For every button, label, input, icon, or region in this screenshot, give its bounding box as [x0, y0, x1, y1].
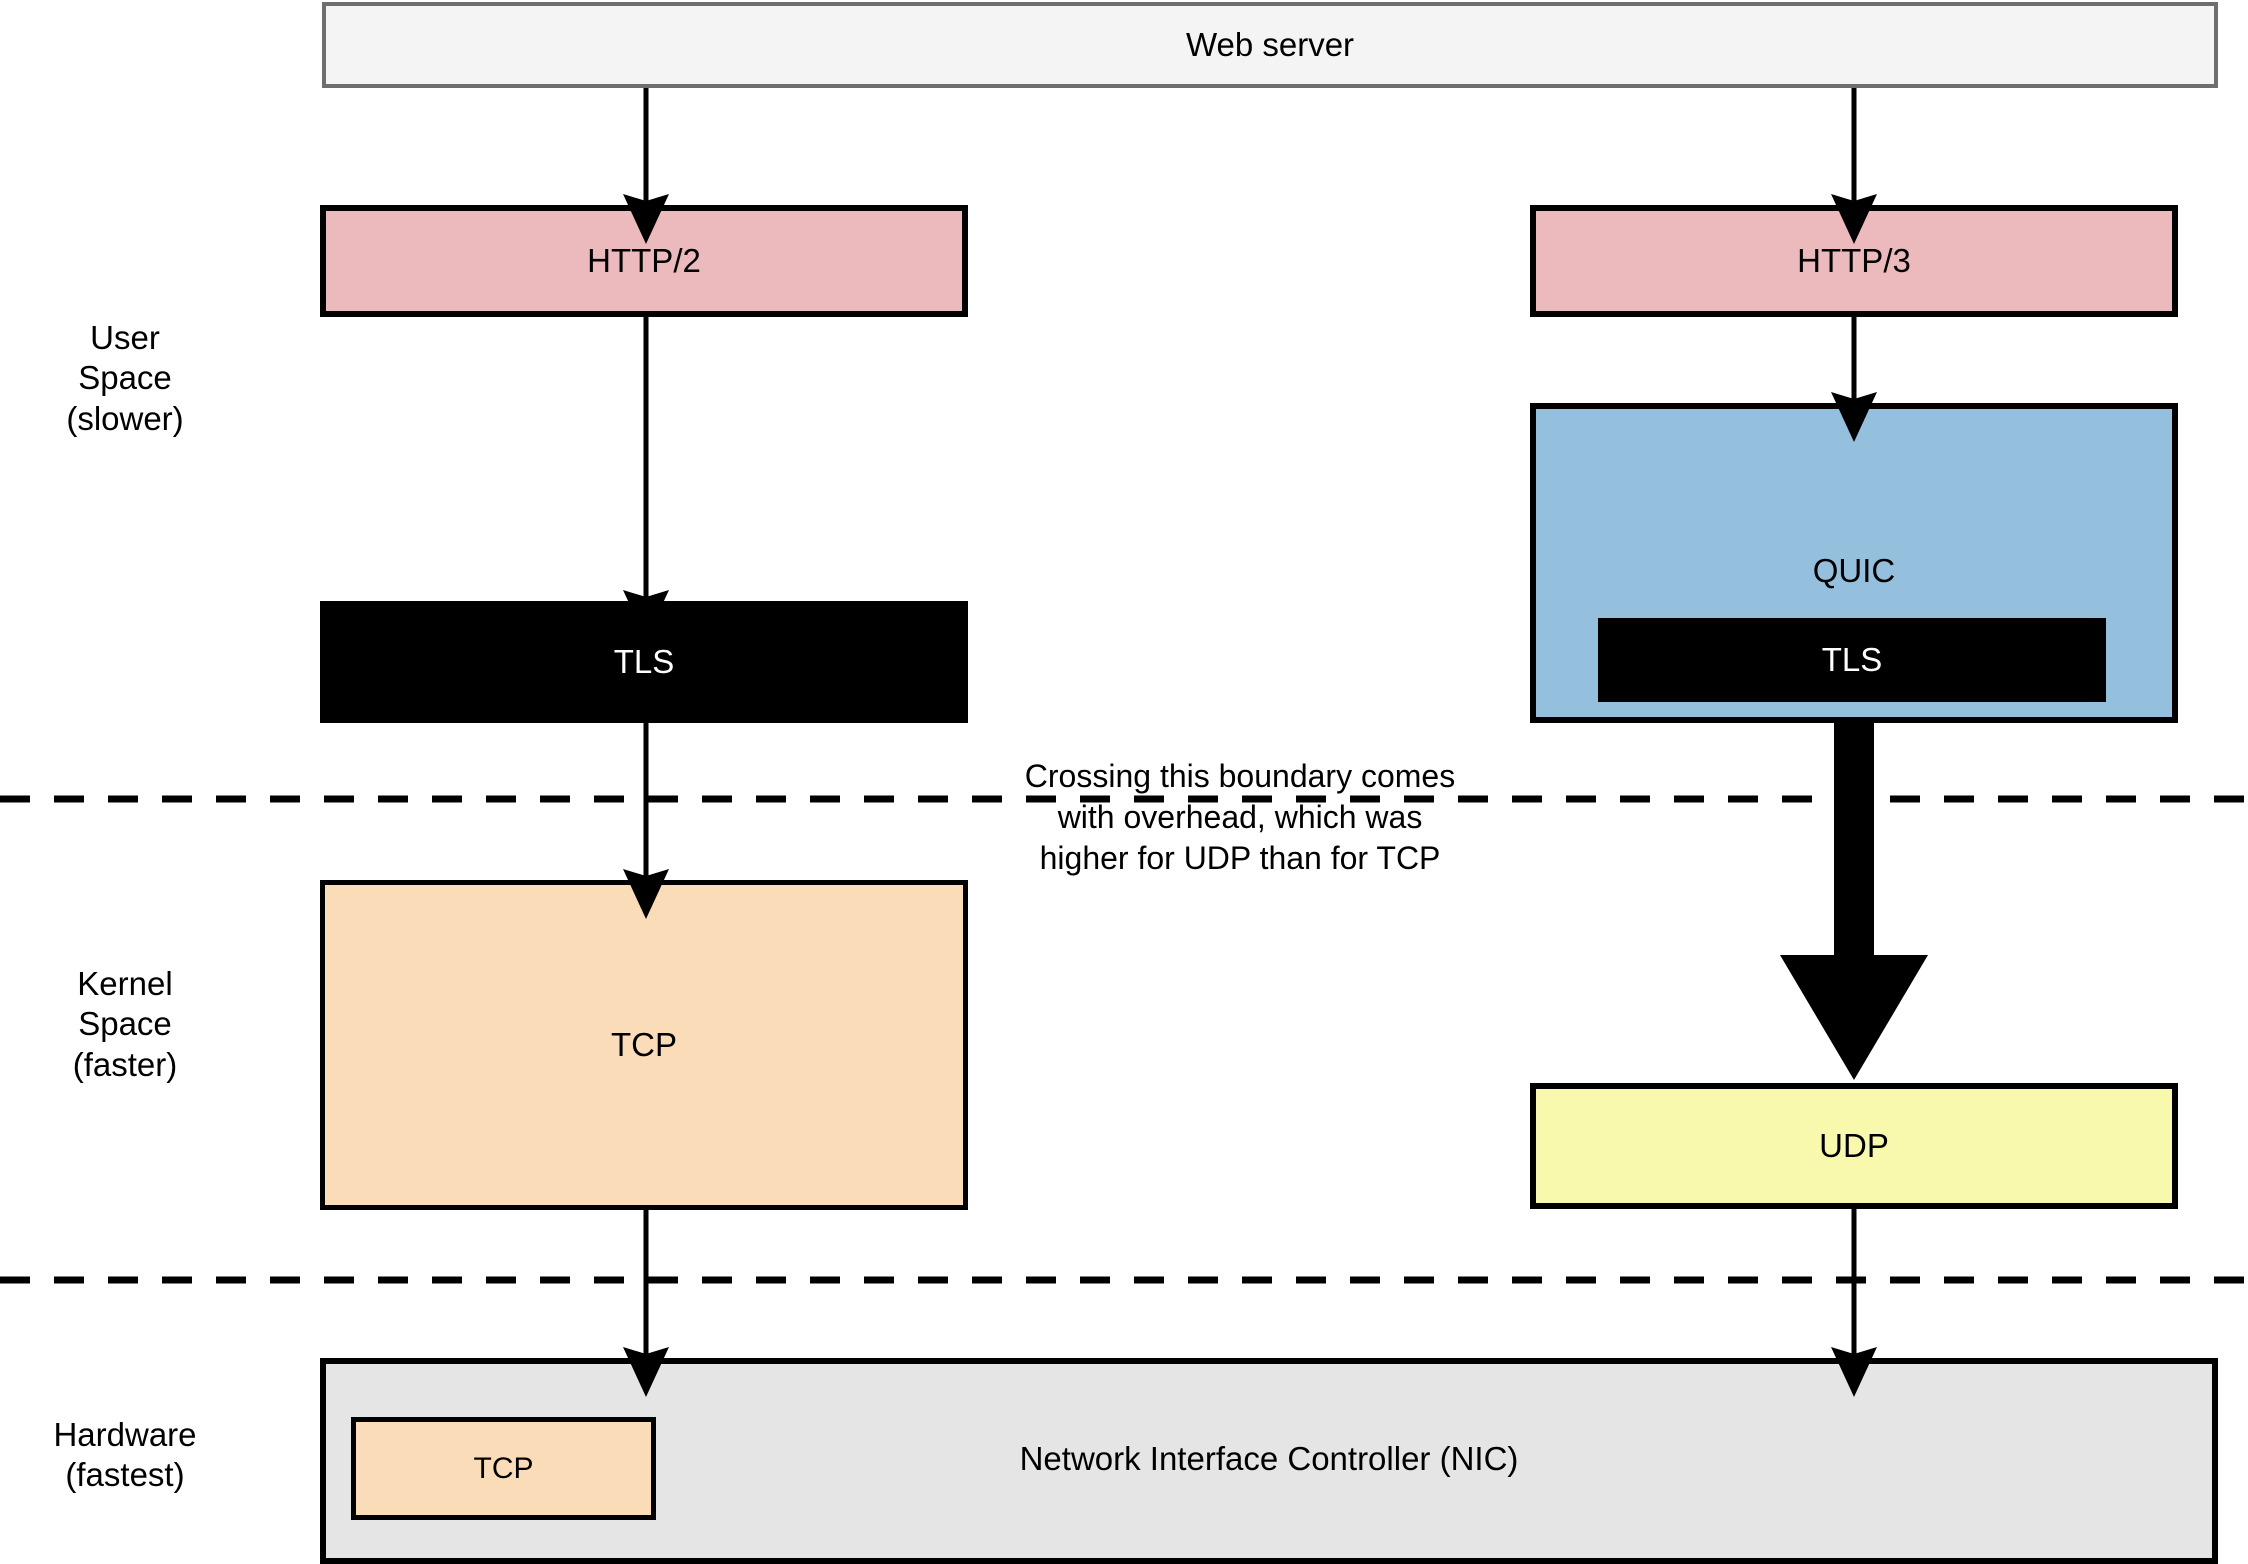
annotation-line-1: Crossing this boundary comes [1024, 758, 1456, 794]
node-http3[interactable]: HTTP/3 [1530, 205, 2178, 317]
node-quic[interactable]: QUIC TLS [1530, 403, 2178, 723]
zone-hardware-line-2: (fastest) [65, 1456, 185, 1494]
zone-label-kernel-space: Kernel Space (faster) [0, 964, 250, 1085]
zone-user-line-1: User [90, 319, 160, 356]
zone-kernel-line-2: Space [78, 1005, 172, 1043]
edge-quic-to-udp-thick [1780, 723, 1928, 1080]
node-tls-inside-quic[interactable]: TLS [1598, 618, 2106, 702]
zone-hardware-line-1: Hardware [53, 1416, 197, 1453]
zone-label-hardware: Hardware (fastest) [0, 1415, 250, 1496]
node-tcp-kernel-label: TCP [611, 1025, 677, 1063]
node-tls-inside-quic-label: TLS [1821, 640, 1883, 678]
zone-user-line-2: Space [78, 359, 172, 397]
node-tcp-offload-nic[interactable]: TCP [351, 1417, 656, 1520]
node-tcp-kernel[interactable]: TCP [320, 880, 968, 1210]
node-udp-kernel-label: UDP [1819, 1126, 1889, 1164]
node-nic[interactable]: Network Interface Controller (NIC) TCP [320, 1358, 2218, 1564]
node-tls-left[interactable]: TLS [320, 601, 968, 723]
node-http3-label: HTTP/3 [1797, 241, 1911, 279]
node-nic-label: Network Interface Controller (NIC) [1019, 1440, 1519, 1477]
zone-user-line-3: (slower) [66, 399, 184, 437]
node-web-server-label: Web server [1185, 25, 1355, 63]
node-quic-label: QUIC [1812, 552, 1896, 589]
zone-label-user-space: User Space (slower) [0, 318, 250, 439]
node-http2-label: HTTP/2 [587, 241, 701, 279]
node-tls-left-label: TLS [613, 642, 675, 680]
node-http2[interactable]: HTTP/2 [320, 205, 968, 317]
zone-kernel-line-1: Kernel [77, 965, 173, 1002]
annotation-boundary-overhead: Crossing this boundary comes with overhe… [1000, 756, 1480, 879]
node-udp-kernel[interactable]: UDP [1530, 1083, 2178, 1209]
annotation-line-3: higher for UDP than for TCP [1039, 839, 1441, 876]
node-web-server[interactable]: Web server [322, 2, 2218, 88]
zone-kernel-line-3: (faster) [72, 1045, 178, 1083]
node-tcp-offload-nic-label: TCP [473, 1452, 534, 1485]
annotation-line-2: with overhead, which was [1057, 798, 1423, 835]
